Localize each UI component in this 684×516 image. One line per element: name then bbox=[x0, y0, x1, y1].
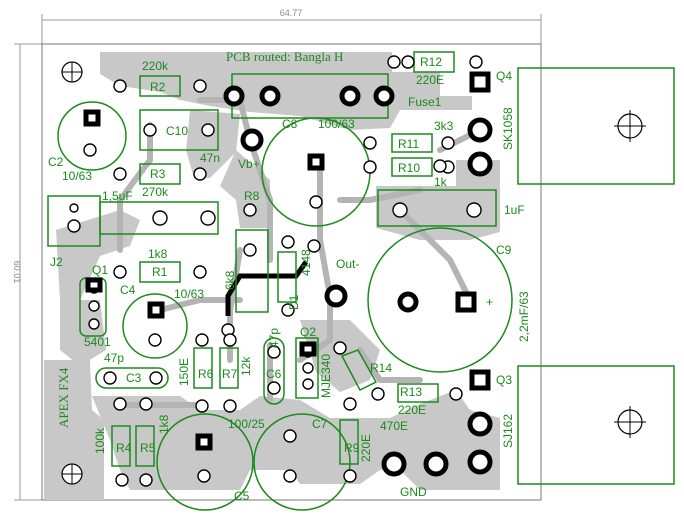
c-1uf-value: 1uF bbox=[504, 203, 525, 217]
c10-label: C10 bbox=[166, 124, 188, 138]
r9-value: 470E bbox=[380, 419, 408, 433]
r9-label-2: 220E bbox=[359, 434, 373, 462]
r10-label: R10 bbox=[398, 161, 420, 175]
d1-label: D1 bbox=[287, 294, 301, 310]
c1-value: 1,5uF bbox=[102, 189, 133, 203]
power-pads bbox=[223, 85, 493, 477]
r8-label: R8 bbox=[244, 189, 260, 203]
logo-text: APEX FX4 bbox=[56, 367, 71, 428]
heatsink-q4 bbox=[517, 67, 675, 185]
r1-label: R1 bbox=[152, 265, 168, 279]
r9-label: R9 bbox=[344, 441, 360, 455]
c10-value: 47n bbox=[200, 151, 220, 165]
c3-value: 47p bbox=[104, 351, 124, 365]
c2-label: C2 bbox=[48, 155, 64, 169]
dimension-lines bbox=[14, 14, 542, 501]
q3-label: Q3 bbox=[496, 373, 512, 387]
r7-label: R7 bbox=[222, 367, 238, 381]
out-label: Out- bbox=[336, 257, 359, 271]
c2-value: 10/63 bbox=[62, 169, 92, 183]
c5-value: 100/25 bbox=[228, 417, 265, 431]
board-title: PCB routed: Bangla H bbox=[226, 49, 343, 64]
q1-label: Q1 bbox=[92, 263, 108, 277]
component-outlines bbox=[47, 51, 513, 511]
r12-value: 220E bbox=[416, 73, 444, 87]
pads bbox=[67, 55, 483, 487]
c9-value: 2,2mF/63 bbox=[517, 291, 531, 342]
r5-value: 1k8 bbox=[157, 414, 171, 434]
c4-value: 10/63 bbox=[174, 287, 204, 301]
r3-label: R3 bbox=[150, 167, 166, 181]
width-dimension: 64.77 bbox=[280, 8, 303, 18]
r10-value: 1k bbox=[434, 175, 448, 189]
q4-part: SK1058 bbox=[501, 107, 515, 150]
q1-part: 5401 bbox=[84, 335, 111, 349]
r1-value: 1k8 bbox=[148, 247, 168, 261]
c9-label: C9 bbox=[496, 243, 512, 257]
r12-label: R12 bbox=[420, 55, 442, 69]
r14-label: R14 bbox=[370, 361, 392, 375]
r6-value: 150E bbox=[177, 358, 191, 386]
r4-label: R4 bbox=[116, 441, 132, 455]
square-pads bbox=[83, 71, 491, 451]
c3-label: C3 bbox=[126, 371, 142, 385]
vb-label: Vb+ bbox=[238, 157, 260, 171]
j2-label: J2 bbox=[50, 255, 63, 269]
q4-label: Q4 bbox=[496, 69, 512, 83]
c8-label: C8 bbox=[282, 117, 298, 131]
r5-label: R5 bbox=[140, 441, 156, 455]
heatsink-q3 bbox=[517, 365, 675, 485]
r4-value: 100k bbox=[93, 427, 107, 454]
silkscreen-text: PCB routed: Bangla H APEX FX4 220k R2 C1… bbox=[48, 49, 531, 503]
r2-label: R2 bbox=[150, 80, 166, 94]
r2-value: 220k bbox=[142, 59, 169, 73]
c8-value: 100/63 bbox=[318, 117, 355, 131]
q3-part: SJ162 bbox=[501, 414, 515, 448]
r7-value: 12k bbox=[239, 356, 253, 376]
height-dimension: 60.01 bbox=[12, 261, 22, 284]
d1-part: 4148 bbox=[299, 249, 313, 276]
c4-label: C4 bbox=[120, 283, 136, 297]
q2-part: MJE340 bbox=[319, 354, 333, 398]
jumper-trace bbox=[225, 260, 309, 316]
r6-label: R6 bbox=[198, 367, 214, 381]
gnd-label: GND bbox=[400, 485, 427, 499]
r13-value: 220E bbox=[398, 403, 426, 417]
mounting-crosshairs bbox=[62, 62, 646, 484]
c7-label: C7 bbox=[312, 417, 328, 431]
r11-value: 3k3 bbox=[434, 119, 454, 133]
q2-label: Q2 bbox=[300, 325, 316, 339]
r11-label: R11 bbox=[398, 137, 419, 151]
fuse-label: Fuse1 bbox=[408, 95, 442, 109]
c9-plus: + bbox=[486, 295, 493, 309]
r13-label: R13 bbox=[400, 385, 422, 399]
c6-value: 47p bbox=[267, 328, 281, 348]
c5-label: C5 bbox=[234, 489, 250, 503]
r8-value: 6k8 bbox=[223, 270, 237, 290]
c6-label: C6 bbox=[266, 367, 282, 381]
r3-value: 270k bbox=[142, 185, 169, 199]
